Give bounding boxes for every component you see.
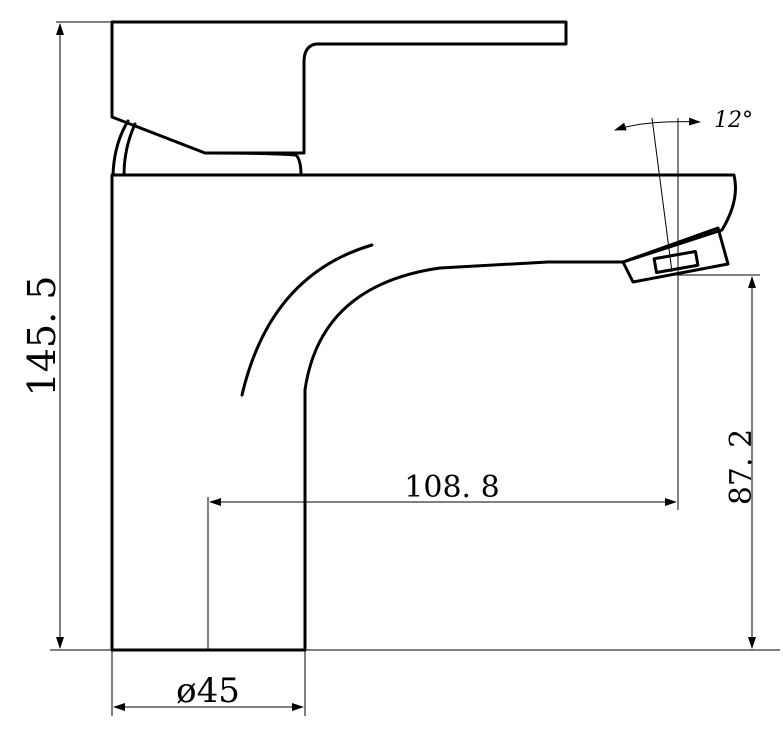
angle-label: 12°: [714, 108, 753, 133]
lever-handle: [110, 20, 568, 155]
faucet-body: [110, 20, 737, 652]
main-body: [110, 173, 737, 652]
spout-reach-label: 108. 8: [404, 470, 499, 505]
dimension-lines: [50, 21, 780, 716]
total-height-label: 145. 5: [20, 276, 64, 397]
aerator: [621, 226, 730, 284]
cartridge-dome-inner: [122, 122, 137, 177]
base-diameter-label: ø45: [176, 671, 240, 711]
spout-height-label: 87. 2: [724, 429, 759, 505]
angle-arc: [614, 117, 701, 131]
aerator-slot: [652, 249, 700, 275]
cartridge-dome: [111, 119, 303, 177]
body-curve-line: [240, 243, 374, 397]
